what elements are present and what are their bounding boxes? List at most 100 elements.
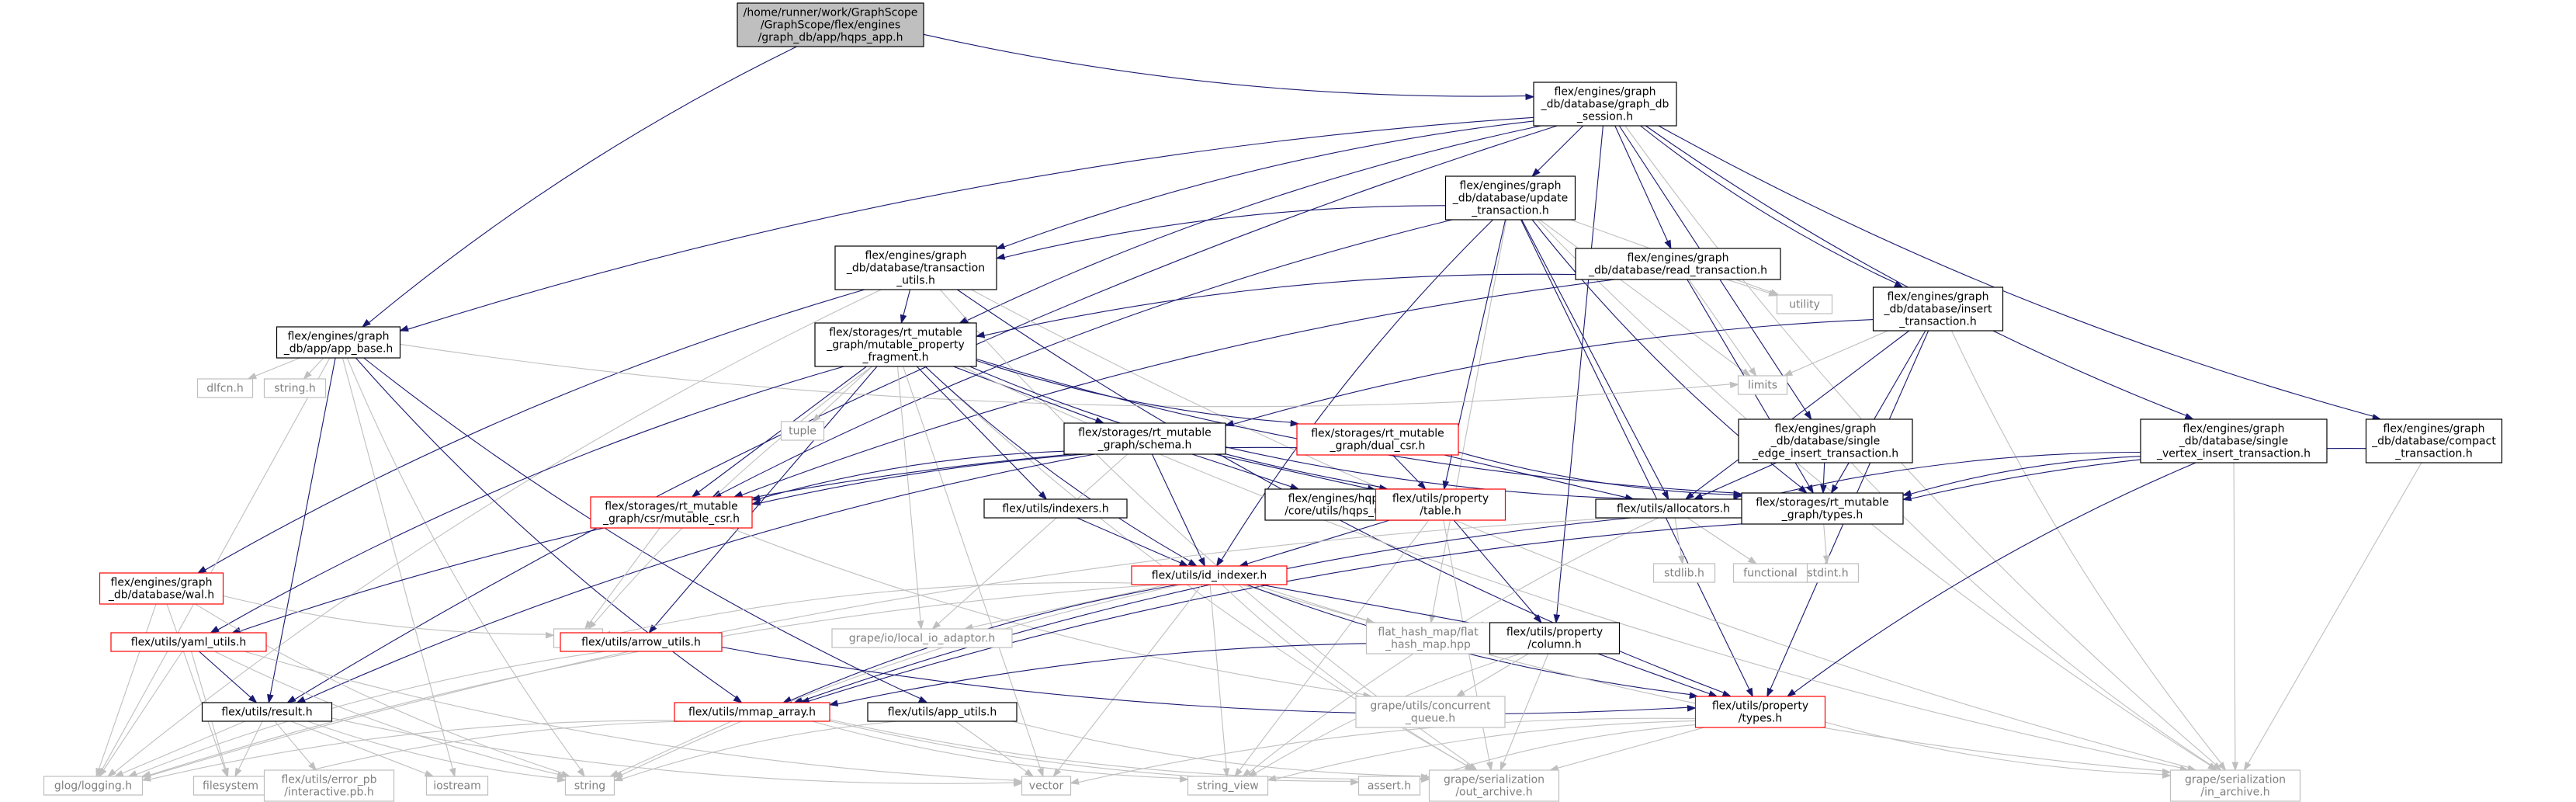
node-indexers[interactable]: flex/utils/indexers.h (983, 498, 1128, 519)
node-app-base[interactable]: flex/engines/graph_db/app/app_base.h (276, 326, 401, 359)
edge-line (346, 357, 581, 770)
node-read-transaction[interactable]: flex/engines/graph_db/database/read_tran… (1575, 248, 1781, 280)
edge-arrowhead (1662, 490, 1669, 501)
node-arrow-utils[interactable]: flex/utils/arrow_utils.h (560, 632, 723, 652)
node-result[interactable]: flex/utils/result.h (201, 702, 333, 722)
edge-arrowhead (1455, 689, 1465, 697)
node-root[interactable]: /home/runner/work/GraphScope/GraphScope/… (737, 2, 924, 47)
edge-line (903, 366, 1042, 769)
node-graph-db-session[interactable]: flex/engines/graph_db/database/graph_db_… (1533, 82, 1677, 127)
edge-line (355, 357, 737, 698)
edge-types-h-to-mmap-array (799, 523, 1742, 703)
edge-line (1597, 653, 1710, 695)
edge-graph-db-session-to-transaction-utils (995, 120, 1534, 249)
node-single-vertex-insert[interactable]: flex/engines/graph_db/database/single_ve… (2140, 418, 2328, 463)
edge-line (307, 720, 558, 779)
edge-arrowhead (1094, 417, 1105, 424)
node-allocators[interactable]: flex/utils/allocators.h (1595, 498, 1752, 519)
edge-line (829, 719, 1422, 779)
node-mutable-csr[interactable]: flex/storages/rt_mutable_graph/csr/mutab… (590, 496, 753, 529)
node-label-line: stdint.h (1807, 568, 1848, 580)
node-mutable-property-fragment[interactable]: flex/storages/rt_mutable_graph/mutable_p… (814, 322, 977, 367)
edge-line (1078, 717, 1696, 783)
edge-schema-to-yaml-utils (231, 453, 1073, 634)
edge-line (114, 289, 882, 773)
edge-arrowhead (917, 620, 924, 630)
edge-line (195, 603, 563, 774)
edge-id-indexer-to-vector (1052, 584, 1203, 778)
edge-arrowhead (1747, 556, 1758, 564)
node-schema[interactable]: flex/storages/rt_mutable_graph/schema.h (1063, 422, 1226, 455)
edge-arrowhead (811, 413, 821, 422)
node-label-line: flex/engines/graph (865, 250, 967, 262)
edge-line (971, 289, 2189, 768)
node-label-line: flex/engines/graph (1555, 86, 1656, 99)
edge-line (255, 357, 300, 377)
edge-line (1503, 653, 1549, 763)
node-property-table[interactable]: flex/utils/property/table.h (1375, 488, 1506, 521)
node-label-line: assert.h (1368, 780, 1411, 793)
edge-line (150, 584, 1160, 776)
edge-mutable-property-fragment-to-vector (903, 366, 1044, 778)
edge-property-table-to-property-column (1453, 519, 1542, 624)
node-property-column[interactable]: flex/utils/property/column.h (1489, 622, 1621, 654)
node-box (1375, 488, 1506, 521)
edge-root-to-app-base (361, 46, 797, 328)
edge-arrowhead (546, 631, 555, 639)
node-types-h[interactable]: flex/storages/rt_mutable_graph/types.h (1741, 492, 1904, 525)
edge-arrowhead (577, 767, 586, 778)
node-insert-transaction[interactable]: flex/engines/graph_db/database/insert_tr… (1872, 286, 2004, 332)
edge-property-types-to-string-view (1267, 720, 1696, 782)
edge-arrowhead (1038, 491, 1048, 501)
edge-update-transaction-to-transaction-utils (995, 205, 1446, 260)
node-yaml-utils[interactable]: flex/utils/yaml_utils.h (110, 632, 267, 652)
edge-arrowhead (99, 767, 107, 778)
edge-graph-db-session-to-mutable-property-fragment (959, 125, 1541, 324)
node-wal[interactable]: flex/engines/graph_db/database/wal.h (99, 572, 224, 605)
edge-id-indexer-to-local-io-adaptor (963, 584, 1167, 630)
edge-mutable-csr-to-concurrent-queue (730, 527, 1373, 699)
edge-update-transaction-to-property-types (1520, 219, 1753, 698)
node-limits: limits (1737, 375, 1788, 395)
node-dual-csr[interactable]: flex/storages/rt_mutable_graph/dual_csr.… (1296, 423, 1459, 456)
edge-line (269, 357, 336, 696)
node-label-line: _queue.h (1405, 713, 1455, 725)
edge-arrowhead (1289, 483, 1300, 490)
node-label-line: _graph/schema.h (1097, 439, 1192, 452)
edge-arrowhead (296, 696, 306, 703)
edge-arrowhead (222, 767, 229, 778)
node-label-line: _db/database/single (2179, 436, 2289, 448)
node-single-edge-insert[interactable]: flex/engines/graph_db/database/single_ed… (1738, 418, 1913, 463)
node-transaction-utils[interactable]: flex/engines/graph_db/database/transacti… (834, 245, 997, 290)
node-label-line: tuple (789, 425, 816, 438)
edge-app-base-to-iostream (342, 357, 456, 778)
edge-arrowhead (1766, 687, 1774, 698)
edge-line (1614, 125, 1669, 242)
node-update-transaction[interactable]: flex/engines/graph_db/database/update_tr… (1444, 175, 1576, 220)
edge-mmap-array-to-assert (829, 720, 1360, 786)
edge-line (1077, 517, 1181, 564)
node-label-line: flex/utils/property (1506, 627, 1603, 639)
edge-arrowhead (1693, 492, 1704, 500)
node-box (1428, 769, 1560, 802)
edge-graph-db-session-to-read-transaction (1614, 125, 1672, 250)
node-label-line: _db/database/compact (2371, 436, 2496, 448)
node-box (196, 378, 254, 398)
edge-arrowhead (449, 767, 456, 778)
node-label-line: flat_hash_map/flat (1378, 627, 1479, 639)
node-compact-transaction[interactable]: flex/engines/graph_db/database/compact_t… (2365, 418, 2503, 463)
node-id-indexer[interactable]: flex/utils/id_indexer.h (1131, 565, 1288, 585)
edge-arrowhead (106, 769, 116, 777)
edge-line (938, 453, 1129, 624)
edge-arrowhead (2208, 762, 2218, 771)
node-property-types[interactable]: flex/utils/property/types.h (1694, 696, 1826, 728)
edge-line (972, 584, 1167, 628)
edge-line (407, 116, 1534, 330)
edge-app-base-to-dlfcn (247, 357, 300, 380)
node-mmap-array[interactable]: flex/utils/mmap_array.h (674, 702, 830, 722)
node-label-line: _transaction.h (1898, 316, 1976, 328)
edge-line (1794, 462, 2196, 693)
edge-line (924, 366, 1191, 562)
node-label-line: flex/storages/rt_mutable (605, 501, 738, 513)
node-app-utils[interactable]: flex/utils/app_utils.h (867, 702, 1018, 722)
